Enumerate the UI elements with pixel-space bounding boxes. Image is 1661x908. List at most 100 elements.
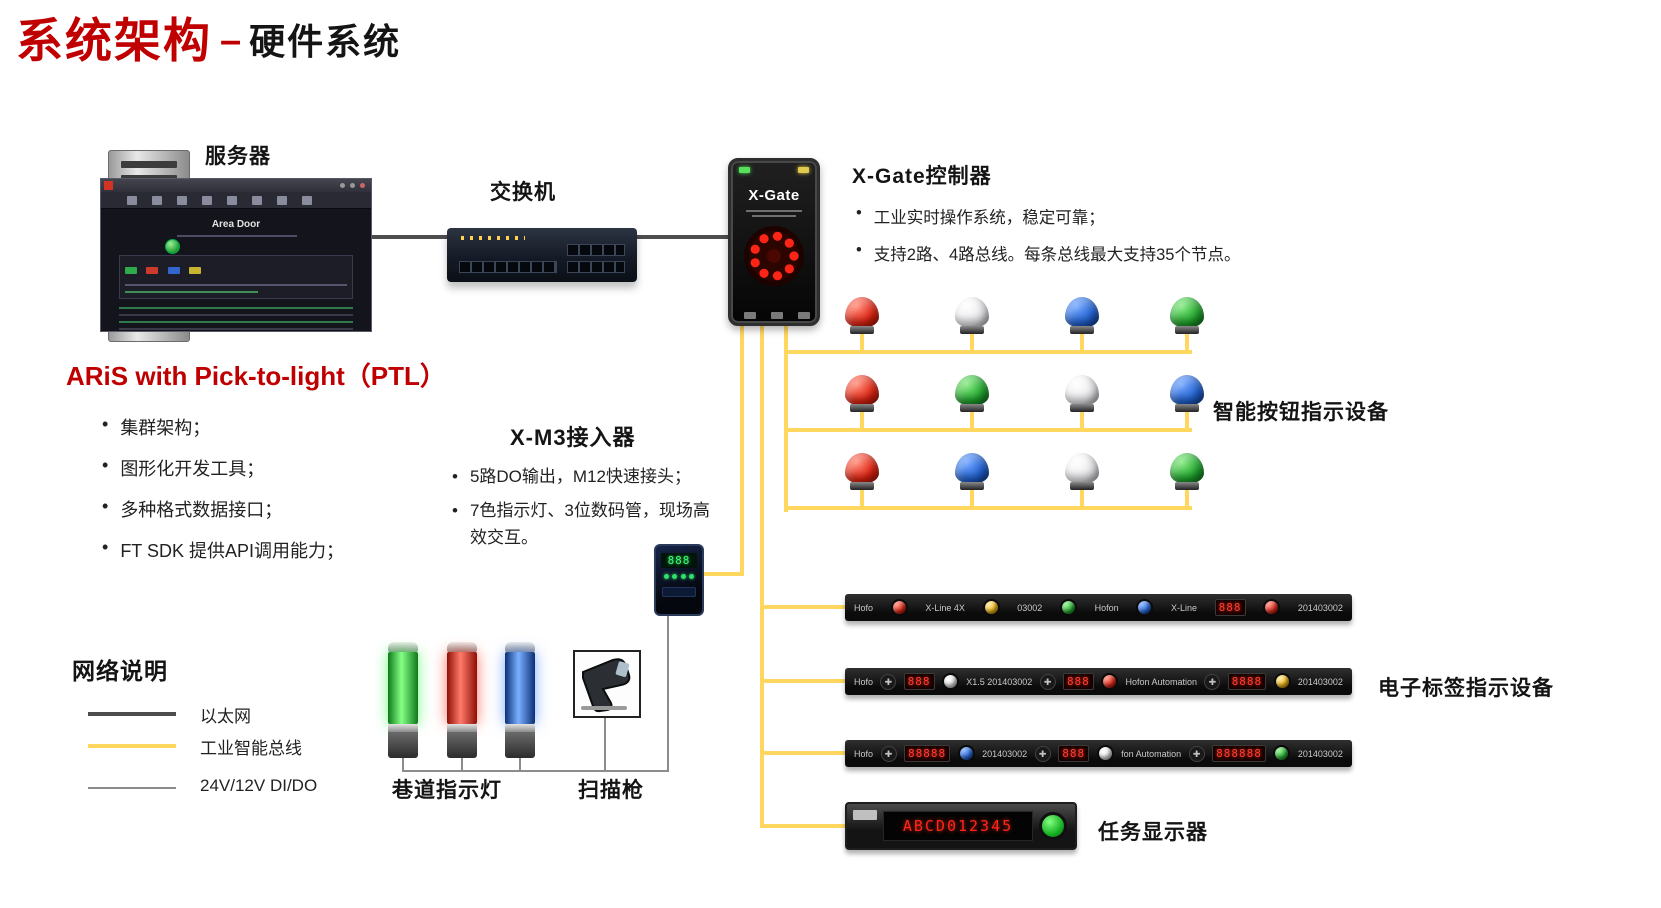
dpad-icon[interactable]: ✚ xyxy=(880,673,897,690)
button-bus-stub xyxy=(1185,490,1189,506)
tower-base xyxy=(447,732,477,758)
smart-button-red[interactable] xyxy=(842,297,882,350)
led-dot xyxy=(680,574,686,579)
screen-panel xyxy=(119,255,353,299)
list-item-text: 多种格式数据接口； xyxy=(120,500,283,520)
dpad-icon[interactable]: ✚ xyxy=(880,745,897,762)
smart-button-white[interactable] xyxy=(1062,375,1102,428)
strip-label-text: Hofo xyxy=(854,748,874,759)
button-dome xyxy=(845,297,879,327)
list-item: •多种格式数据接口； xyxy=(102,496,432,522)
dido-stub-tower-1 xyxy=(402,757,404,771)
smart-button-blue[interactable] xyxy=(1167,375,1207,428)
strip-button-yellow[interactable] xyxy=(982,599,1000,616)
scanner-gun-icon xyxy=(581,658,631,713)
strip-button-red[interactable] xyxy=(1263,599,1281,616)
bus-branch-strip-2 xyxy=(760,679,847,683)
smart-button-blue[interactable] xyxy=(952,453,992,506)
legend-dido-line xyxy=(88,787,176,789)
switch-port-group xyxy=(567,244,625,256)
toolbar-icon xyxy=(277,195,287,205)
list-item: •FT SDK 提供API调用能力； xyxy=(102,537,432,563)
toolbar-icon xyxy=(227,195,237,205)
dpad-icon[interactable]: ✚ xyxy=(1034,745,1051,762)
dpad-icon[interactable]: ✚ xyxy=(1188,745,1205,762)
strip-button-blue[interactable] xyxy=(1136,599,1154,616)
button-dome xyxy=(1065,375,1099,405)
button-bus-stub xyxy=(1185,334,1189,350)
smart-button-blue[interactable] xyxy=(1062,297,1102,350)
dpad-icon[interactable]: ✚ xyxy=(1204,673,1221,690)
tower-cap xyxy=(388,642,418,652)
ethernet-line-switch-xgate xyxy=(635,235,732,239)
xm3-led-row xyxy=(664,574,694,579)
bus-branch-strip-3 xyxy=(760,751,847,755)
strip-label-text: 201403002 xyxy=(982,748,1028,759)
dpad-icon[interactable]: ✚ xyxy=(1039,673,1056,690)
decor-bar xyxy=(746,210,802,212)
button-dome xyxy=(1170,453,1204,483)
button-base xyxy=(1070,482,1094,490)
switch-port-group xyxy=(459,261,557,273)
button-bus-stub xyxy=(970,490,974,506)
bullet-dot: • xyxy=(452,467,458,486)
strip-button-red[interactable] xyxy=(890,599,908,616)
strip-button-red[interactable] xyxy=(1101,673,1119,690)
list-item: •工业实时操作系统，稳定可靠； xyxy=(856,204,1396,228)
list-item: • 5路DO输出，M12快速接头； xyxy=(452,464,724,490)
strip-label-text: Hofon xyxy=(1094,602,1119,613)
smart-button-green[interactable] xyxy=(1167,453,1207,506)
smart-button-green[interactable] xyxy=(1167,297,1207,350)
strip-digit-display: 888 xyxy=(1214,599,1246,616)
dido-stub-tower-3 xyxy=(519,757,521,771)
xm3-heading: X-M3接入器 xyxy=(510,425,636,450)
strip-button-green[interactable] xyxy=(1059,599,1077,616)
toolbar-icon xyxy=(202,195,212,205)
list-item-text: 集群架构； xyxy=(120,418,211,438)
page-title: 系统架构–硬件系统 xyxy=(16,2,401,71)
list-item: •7色指示灯、3位数码管，现场高效交互。 xyxy=(452,498,724,551)
smart-button-red[interactable] xyxy=(842,375,882,428)
aris-software-screenshot: Area Door xyxy=(100,178,372,332)
brand-logo xyxy=(853,810,877,820)
strip-digit-display: 888 xyxy=(1062,673,1094,690)
title-dash: – xyxy=(220,20,242,62)
smart-button-green[interactable] xyxy=(952,375,992,428)
smart-button-white[interactable] xyxy=(1062,453,1102,506)
strip-label-text: Hofo xyxy=(854,676,874,687)
task-confirm-button[interactable] xyxy=(1039,812,1067,840)
strip-button-white[interactable] xyxy=(1096,745,1114,762)
bullet-dot: • xyxy=(102,455,109,475)
screen-title: Area Door xyxy=(211,219,261,230)
list-item-text: 支持2路、4路总线。每条总线最大支持35个节点。 xyxy=(873,246,1241,264)
tower-cap xyxy=(505,642,535,652)
strip-button-white[interactable] xyxy=(941,673,959,690)
strip-button-blue[interactable] xyxy=(957,745,975,762)
dido-stub-scanner xyxy=(604,718,606,772)
button-bus-stub xyxy=(1080,334,1084,350)
button-base xyxy=(960,404,984,412)
strip-button-yellow[interactable] xyxy=(1273,673,1291,690)
strip-button-green[interactable] xyxy=(1273,745,1291,762)
window-minimize-icon xyxy=(340,183,345,188)
tower-light-green xyxy=(388,642,418,758)
bus-row-buttons-3 xyxy=(784,506,1192,510)
dido-line-to-xm3 xyxy=(667,616,669,772)
smart-button-white[interactable] xyxy=(952,297,992,350)
button-dome xyxy=(1065,453,1099,483)
aris-feature-list: •集群架构； •图形化开发工具； •多种格式数据接口； •FT SDK 提供AP… xyxy=(102,414,432,578)
smart-buttons-label: 智能按钮指示设备 xyxy=(1213,401,1389,424)
app-titlebar xyxy=(101,179,371,192)
smart-button-red[interactable] xyxy=(842,453,882,506)
scanner-label: 扫描枪 xyxy=(578,779,644,802)
button-bus-stub xyxy=(1185,412,1189,428)
list-item: •支持2路、4路总线。每条总线最大支持35个节点。 xyxy=(856,241,1396,265)
button-dome xyxy=(955,453,989,483)
status-chip xyxy=(125,267,137,274)
bullet-dot: • xyxy=(102,414,109,434)
legend-bus-label: 工业智能总线 xyxy=(200,739,302,758)
list-item-text: 5路DO输出，M12快速接头； xyxy=(469,467,691,486)
table-row xyxy=(119,314,353,316)
